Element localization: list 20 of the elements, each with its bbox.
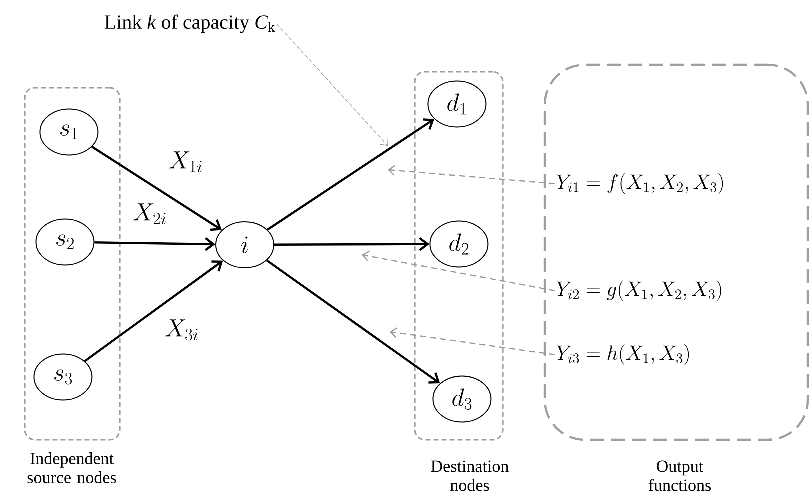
node-label: Output functions [648,460,712,492]
edge-label: $X_{2i}$ [132,204,168,225]
leader-line [276,24,388,146]
output-formula: $Y_{i2}=g(X_{1},X_{2},X_{3})$ [556,280,722,302]
callout-text: Link k of capacity C$_{k}$ [104,14,276,34]
arrow [92,146,222,232]
edge-label: $X_{1i}$ [168,152,204,173]
arrow [94,238,216,252]
output-formula: $Y_{i1}=f(X_{1},X_{2},X_{3})$ [556,174,724,194]
arrow [84,260,224,362]
dashed-arrow [390,327,555,356]
dashed-arrow [388,165,555,184]
arrow [274,237,430,252]
node-label: Independent source nodes [28,452,116,484]
output-formula: $Y_{i3}=h(X_{1},X_{3})$ [556,344,690,366]
edge-label: $X_{3i}$ [164,320,200,341]
arrow [267,118,435,231]
node-label: Destination nodes [431,460,509,492]
arrow [266,260,440,384]
dashed-arrow [362,250,556,292]
